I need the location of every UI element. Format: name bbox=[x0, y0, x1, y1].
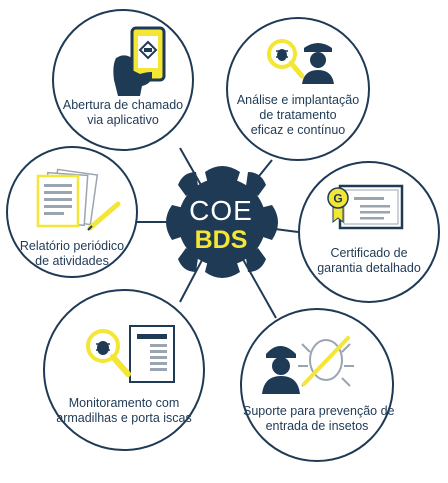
circle-suporte bbox=[240, 308, 394, 462]
node-label-suporte: Suporte para prevenção de entrada de ins… bbox=[243, 404, 395, 433]
circle-analise bbox=[226, 17, 370, 161]
circle-certificado bbox=[298, 161, 440, 303]
certificate-icon: G bbox=[327, 184, 404, 230]
insect-prevention-icon bbox=[262, 336, 354, 394]
center-title-coe: COE bbox=[189, 195, 253, 226]
node-label-analise: Análise e implantação de tratamento efic… bbox=[236, 93, 360, 137]
center-gear bbox=[166, 166, 278, 278]
node-label-certificado: Certificado de garantia detalhado bbox=[317, 246, 421, 275]
certificate-badge: G bbox=[333, 192, 342, 206]
center-title-bds: BDS bbox=[194, 226, 248, 254]
center-label: COE BDS bbox=[171, 195, 271, 255]
bug-monitoring-icon bbox=[86, 325, 175, 383]
pest-technician-icon bbox=[267, 39, 334, 84]
phone-app-icon bbox=[113, 26, 166, 96]
node-label-monitoramento: Monitoramento com armadilhas e porta isc… bbox=[56, 396, 192, 425]
node-label-relatorio: Relatório periódico de atividades bbox=[19, 239, 125, 268]
report-documents-icon bbox=[36, 168, 121, 231]
node-label-abertura: Abertura de chamado via aplicativo bbox=[62, 98, 184, 127]
